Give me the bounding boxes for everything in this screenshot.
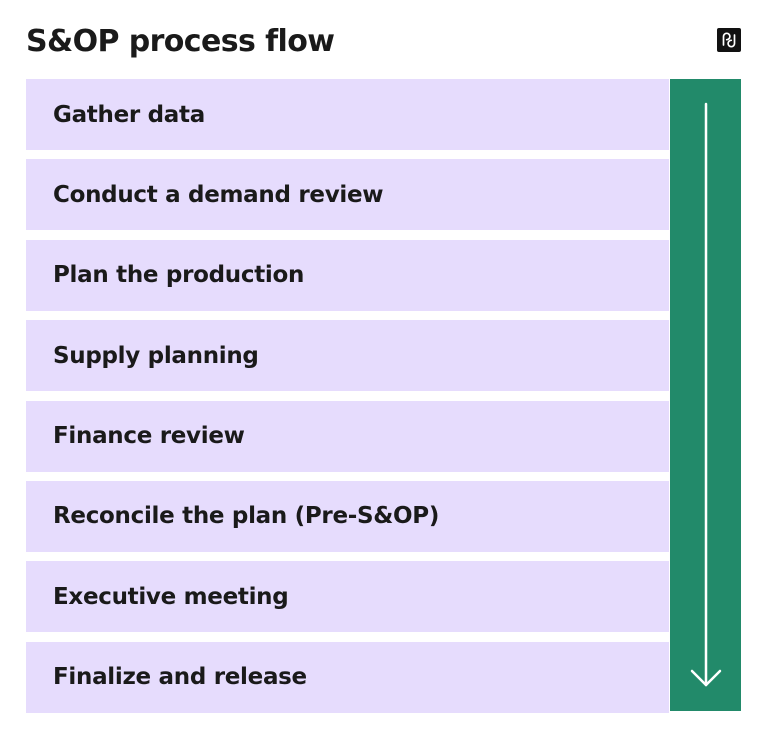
step-label: Supply planning bbox=[53, 342, 259, 369]
step-finance-review: Finance review bbox=[26, 400, 669, 472]
step-label: Plan the production bbox=[53, 262, 305, 289]
step-reconcile-plan: Reconcile the plan (Pre-S&OP) bbox=[26, 480, 669, 552]
step-executive-meeting: Executive meeting bbox=[26, 561, 669, 633]
process-steps: Gather data Conduct a demand review Plan… bbox=[26, 79, 669, 713]
step-demand-review: Conduct a demand review bbox=[26, 159, 669, 231]
flow-direction-bar bbox=[670, 79, 741, 711]
down-arrow-icon bbox=[690, 102, 722, 687]
step-plan-production: Plan the production bbox=[26, 239, 669, 311]
step-label: Conduct a demand review bbox=[53, 181, 384, 208]
step-supply-planning: Supply planning bbox=[26, 320, 669, 392]
pd-logo-icon bbox=[717, 28, 741, 52]
step-gather-data: Gather data bbox=[26, 79, 669, 150]
step-label: Gather data bbox=[53, 101, 205, 128]
step-label: Reconcile the plan (Pre-S&OP) bbox=[53, 503, 440, 530]
step-finalize-release: Finalize and release bbox=[26, 641, 669, 713]
step-label: Executive meeting bbox=[53, 583, 289, 610]
step-label: Finalize and release bbox=[53, 664, 307, 691]
page-title: S&OP process flow bbox=[26, 24, 335, 59]
step-label: Finance review bbox=[53, 423, 245, 450]
